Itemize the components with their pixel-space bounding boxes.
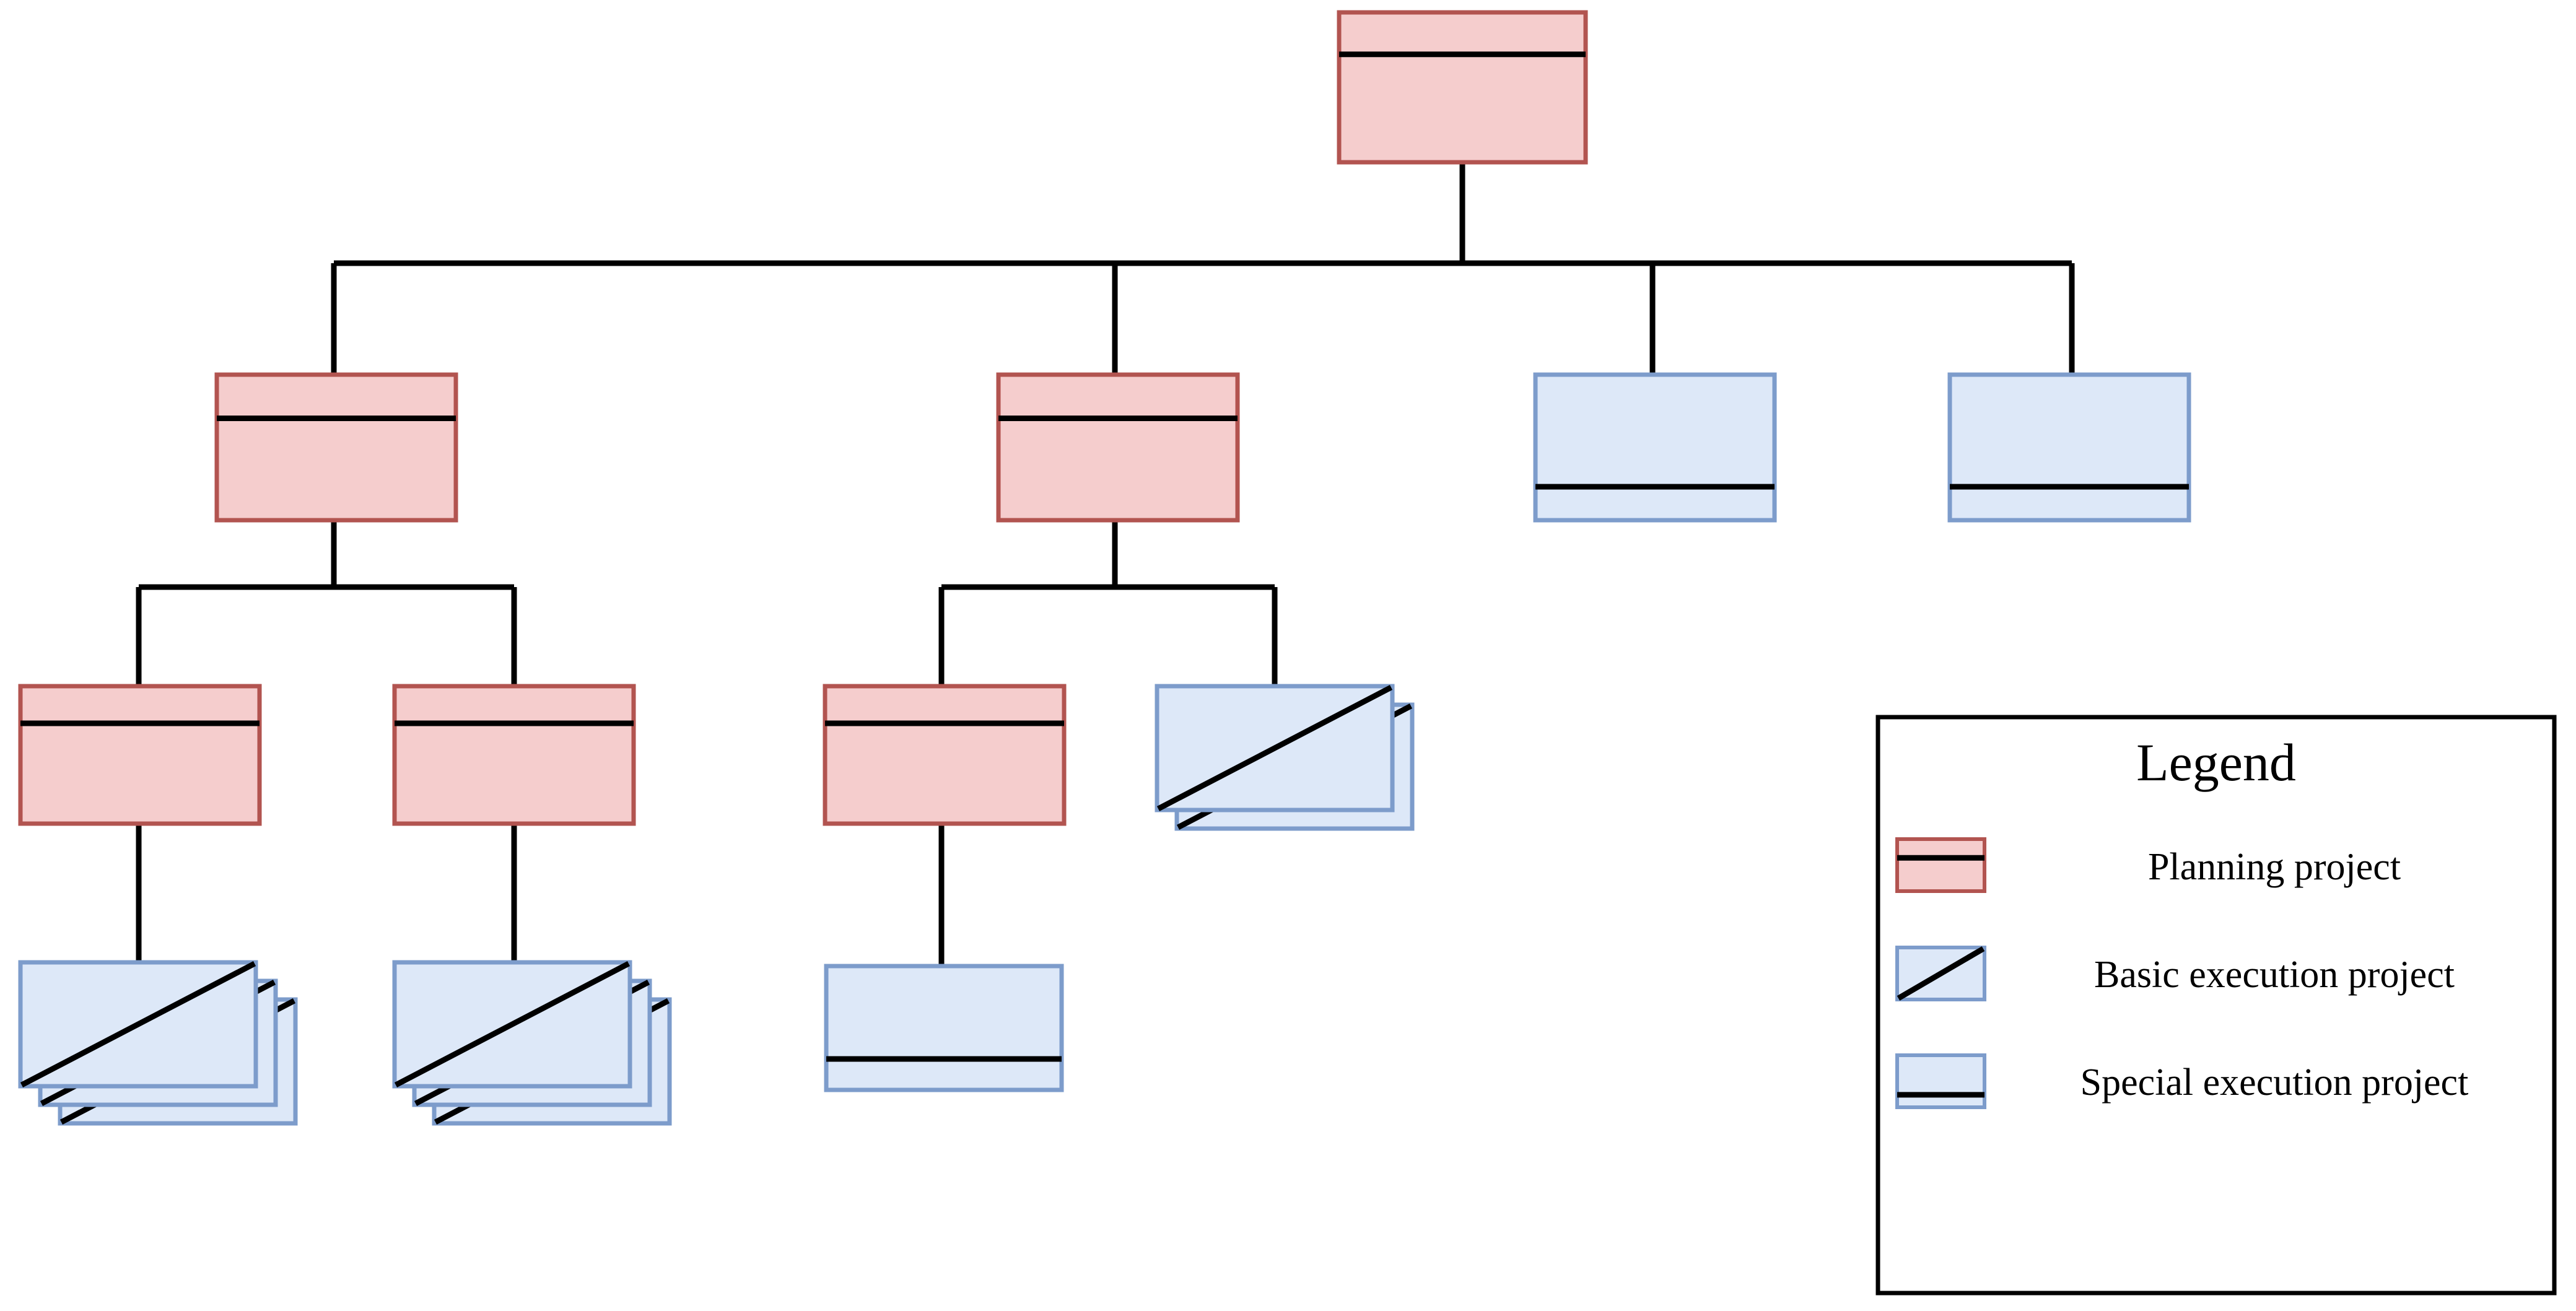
tree-nodes <box>18 10 2191 1126</box>
node-n211[interactable] <box>824 964 1064 1092</box>
legend-item-basic[interactable]: Basic execution project <box>1895 946 2455 1001</box>
legend-item-planning[interactable]: Planning project <box>1895 837 2401 893</box>
connector-lines <box>136 162 2075 966</box>
node-shape-n11[interactable] <box>18 684 262 826</box>
node-n4[interactable] <box>1947 372 2191 523</box>
node-n11[interactable] <box>18 684 262 826</box>
node-shape-n3[interactable] <box>1533 372 1777 523</box>
legend-swatch-planning <box>1895 837 1986 893</box>
node-n2[interactable] <box>996 372 1240 523</box>
node-shape-n4[interactable] <box>1947 372 2191 523</box>
node-shape-root[interactable] <box>1337 10 1588 165</box>
node-diagonal-n111 <box>20 961 256 1087</box>
node-root[interactable] <box>1337 10 1588 165</box>
node-n1[interactable] <box>214 372 458 523</box>
node-shape-n21[interactable] <box>823 684 1067 826</box>
legend-label-basic: Basic execution project <box>2094 954 2455 996</box>
node-shape-n211[interactable] <box>824 964 1064 1092</box>
node-diagonal-n22 <box>1156 685 1393 811</box>
node-shape-n2[interactable] <box>996 372 1240 523</box>
node-n21[interactable] <box>823 684 1067 826</box>
legend-label-planning: Planning project <box>2148 846 2401 888</box>
node-diagonal-n121 <box>394 961 631 1087</box>
node-n121[interactable] <box>392 960 672 1126</box>
legend-title: Legend <box>2136 733 2296 792</box>
node-shape-n1[interactable] <box>214 372 458 523</box>
node-n12[interactable] <box>392 684 636 826</box>
node-n3[interactable] <box>1533 372 1777 523</box>
legend-item-special[interactable]: Special execution project <box>1895 1053 2469 1109</box>
node-n22[interactable] <box>1155 684 1415 831</box>
legend-swatch-special <box>1895 1053 1986 1109</box>
node-n111[interactable] <box>18 960 298 1126</box>
node-shape-n12[interactable] <box>392 684 636 826</box>
legend-frame <box>1875 715 2557 1296</box>
legend-diagonal-basic <box>1897 946 1985 1001</box>
legend-label-special: Special execution project <box>2080 1061 2469 1104</box>
